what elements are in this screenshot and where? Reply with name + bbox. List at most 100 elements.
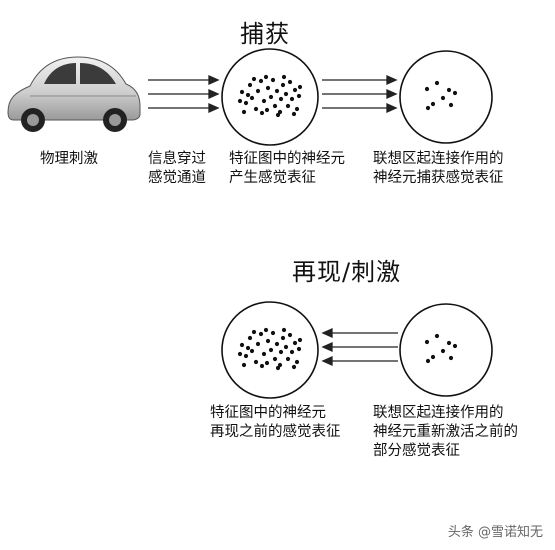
triple-arrow-right-2 (322, 74, 398, 114)
neuron-dot (283, 344, 289, 350)
neuron-dot (281, 74, 287, 80)
neuron-dot (263, 74, 269, 80)
neuron-dot (272, 103, 278, 109)
feature-capture-label: 特征图中的神经元 产生感觉表征 (229, 150, 345, 188)
neuron-dot (247, 82, 253, 88)
neuron-dot (263, 327, 269, 333)
neuron-dot (430, 101, 436, 107)
neuron-dot (258, 331, 264, 337)
neuron-dot (249, 348, 255, 354)
neuron-dot (296, 93, 302, 99)
neuron-dot (241, 109, 247, 115)
neuron-dot (251, 76, 257, 82)
feature-reproduce-label-line2: 再现之前的感觉表征 (210, 424, 341, 440)
neuron-dot (278, 349, 284, 355)
neuron-dot (424, 339, 430, 345)
neuron-dot (261, 98, 267, 104)
neuron-dot (452, 343, 458, 349)
neuron-cluster-dense-capture (221, 48, 319, 146)
association-capture-label: 联想区起连接作用的 神经元捕获感觉表征 (373, 150, 504, 188)
neuron-dot (247, 335, 253, 341)
neuron-dot (440, 348, 446, 354)
neuron-dot (287, 79, 293, 85)
neuron-dot (241, 362, 247, 368)
neuron-dot (425, 358, 431, 364)
neuron-dot (275, 365, 281, 371)
neuron-dot (287, 332, 293, 338)
watermark: 头条 @雪诺知无 (447, 525, 543, 540)
neuron-dot (278, 96, 284, 102)
neuron-dot (253, 106, 259, 112)
neuron-dot (296, 346, 302, 352)
neuron-dot (259, 110, 265, 116)
association-capture-label-line1: 联想区起连接作用的 (373, 151, 504, 167)
neuron-dot (291, 364, 297, 370)
neuron-dot (440, 95, 446, 101)
channel-label-line1: 信息穿过 (148, 151, 206, 167)
neuron-dot (424, 86, 430, 92)
neuron-dot (277, 109, 283, 115)
neuron-dot (251, 329, 257, 335)
neuron-dot (274, 341, 280, 347)
association-capture-label-line2: 神经元捕获感觉表征 (373, 170, 504, 186)
association-reproduce-label-line2: 神经元重新激活之前的 (373, 424, 518, 440)
neuron-dot (255, 88, 261, 94)
neuron-dot (283, 91, 289, 97)
neuron-dot (243, 353, 249, 359)
neuron-dot (274, 88, 280, 94)
neuron-dot (265, 338, 271, 344)
neuron-dot (243, 100, 249, 106)
neuron-dot (285, 103, 291, 109)
triple-arrow-right-1 (148, 74, 220, 114)
neuron-dot (264, 360, 270, 366)
neuron-dot (264, 107, 270, 113)
neuron-dot (448, 355, 454, 361)
neuron-dot (434, 333, 440, 339)
car-icon (7, 56, 141, 132)
neuron-dot (297, 84, 303, 90)
neuron-cluster-sparse-reproduce (399, 303, 493, 397)
neuron-dot (259, 363, 265, 369)
neuron-dot (249, 95, 255, 101)
neuron-dot (289, 96, 295, 102)
triple-arrow-left (321, 327, 398, 367)
neuron-dot (281, 327, 287, 333)
neuron-dot (452, 90, 458, 96)
neuron-dot (268, 347, 274, 353)
neuron-dot (446, 340, 452, 346)
neuron-dot (291, 111, 297, 117)
neuron-dot (245, 92, 251, 98)
feature-capture-label-line1: 特征图中的神经元 (229, 151, 345, 167)
neuron-dot (245, 345, 251, 351)
neuron-cluster-dense-reproduce (221, 301, 319, 399)
neuron-cluster-sparse-capture (399, 50, 493, 144)
reproduce-title: 再现/刺激 (292, 258, 402, 286)
neuron-dot (268, 94, 274, 100)
neuron-dot (237, 351, 243, 357)
channel-label: 信息穿过 感觉通道 (148, 150, 206, 188)
neuron-dot (258, 78, 264, 84)
neuron-dot (292, 340, 298, 346)
neuron-dot (448, 102, 454, 108)
feature-capture-label-line2: 产生感觉表征 (229, 170, 316, 186)
neuron-dot (425, 105, 431, 111)
neuron-dot (270, 77, 276, 83)
neuron-dot (255, 341, 261, 347)
neuron-dot (237, 98, 243, 104)
association-reproduce-label-line1: 联想区起连接作用的 (373, 405, 504, 421)
association-reproduce-label-line3: 部分感觉表征 (373, 443, 460, 459)
neuron-dot (430, 354, 436, 360)
channel-label-line2: 感觉通道 (148, 170, 206, 186)
feature-reproduce-label-line1: 特征图中的神经元 (210, 405, 326, 421)
neuron-dot (294, 359, 300, 365)
neuron-dot (285, 356, 291, 362)
neuron-dot (275, 112, 281, 118)
neuron-dot (297, 337, 303, 343)
neuron-dot (253, 359, 259, 365)
neuron-dot (289, 349, 295, 355)
neuron-dot (294, 106, 300, 112)
neuron-dot (239, 89, 245, 95)
neuron-dot (239, 342, 245, 348)
neuron-dot (277, 362, 283, 368)
